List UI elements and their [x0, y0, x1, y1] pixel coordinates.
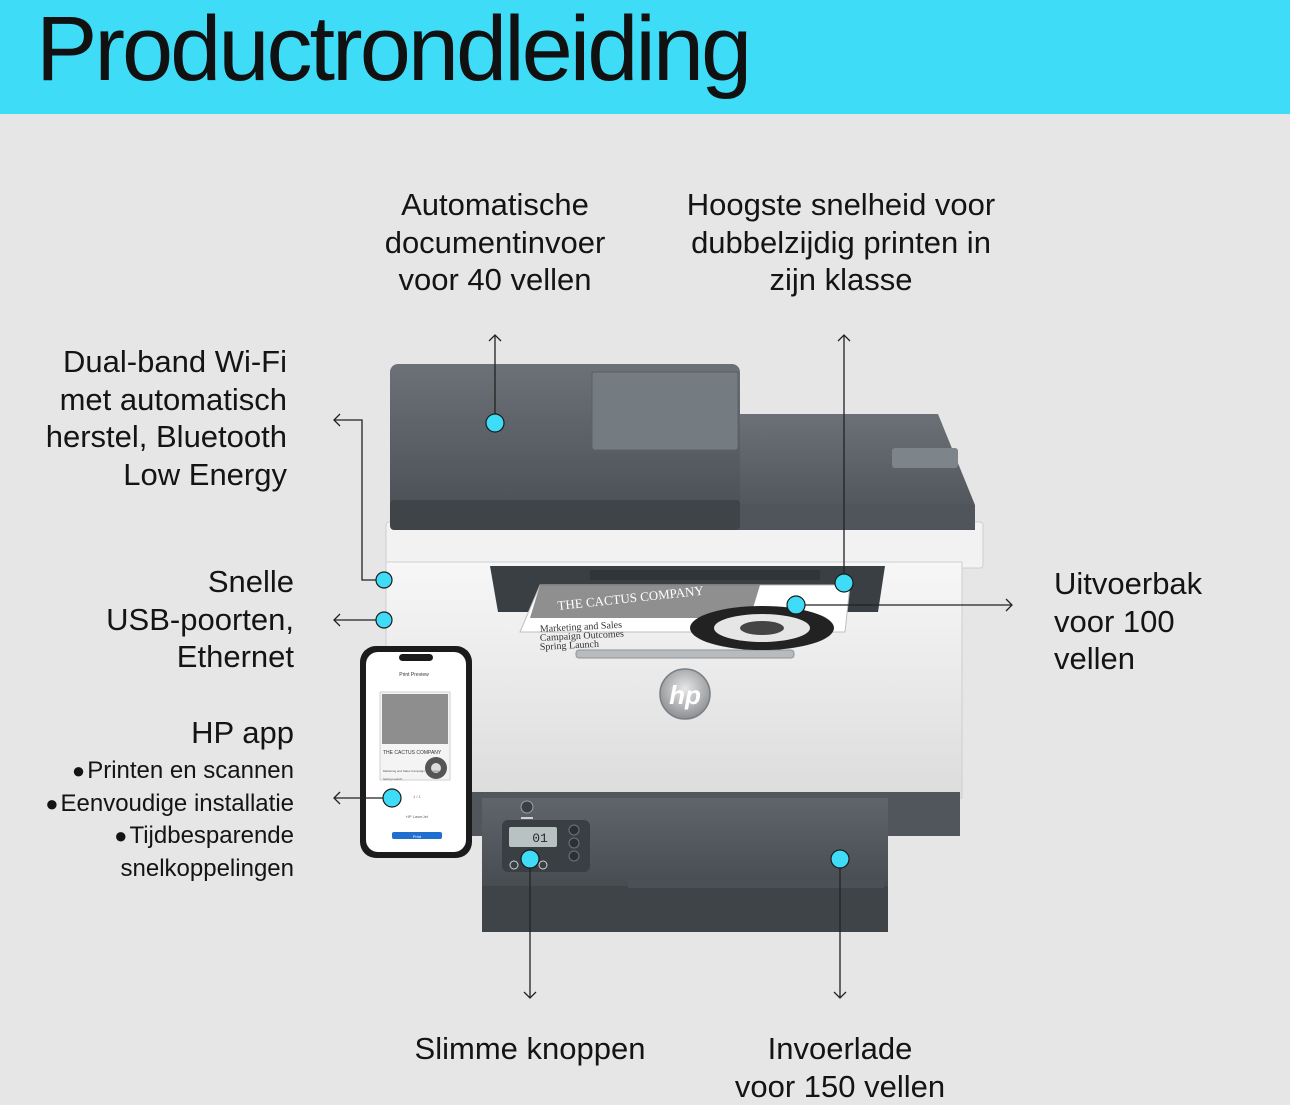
label-input-tray: Invoerlade voor 150 vellen [734, 1031, 946, 1104]
printed-sheet [519, 584, 851, 650]
phone-page-indicator: 1 / 1 [413, 794, 422, 799]
phone-doc-company: THE CACTUS COMPANY [383, 750, 442, 756]
printed-sheet-line3: Spring Launch [540, 639, 600, 653]
hotspot-duplex[interactable] [834, 573, 854, 593]
hp-app-bullet: ●Eenvoudige installatie [45, 789, 294, 817]
header-banner: Productrondleiding [0, 0, 1290, 114]
hp-logo-icon [659, 668, 711, 720]
hp-app-bullet-continuation: snelkoppelingen [120, 854, 294, 882]
label-wifi: Dual-band Wi-Fi met automatisch herstel,… [45, 344, 287, 492]
phone-print-button[interactable]: Print [413, 834, 422, 839]
leader-lines [333, 334, 1013, 999]
label-usb: Snelle USB-poorten, Ethernet [106, 564, 294, 674]
label-duplex: Hoogste snelheid voor dubbelzijdig print… [686, 187, 996, 297]
hotspot-hp-app[interactable] [382, 788, 402, 808]
label-output-tray: Uitvoerbak voor 100 vellen [1054, 566, 1203, 676]
label-smart-buttons: Slimme knoppen [414, 1031, 646, 1066]
printed-sheet-line2: Campaign Outcomes [540, 629, 625, 644]
hotspot-output-tray[interactable] [786, 595, 806, 615]
page-title: Productrondleiding [36, 0, 752, 100]
bullet-icon: ● [45, 790, 59, 816]
phone-printer-name: HP LaserJet [406, 814, 429, 819]
hp-app-bullet: ●Printen en scannen [71, 757, 294, 784]
label-adf: Automatische documentinvoer voor 40 vell… [384, 187, 606, 297]
adf-unit [390, 364, 740, 530]
phone-doc-sub: Spring Launch [383, 777, 403, 781]
printed-sheet-line1: Marketing and Sales [540, 620, 623, 635]
bullet-icon: ● [114, 823, 128, 848]
hp-logo-text: hp [669, 680, 701, 710]
hp-app-bullet: ●Tijdbesparende [114, 822, 294, 849]
smartphone [360, 646, 472, 858]
phone-doc-text: Marketing and Sales Campaign Outcomes [383, 769, 440, 773]
hotspot-input-tray[interactable] [830, 849, 850, 869]
hotspot-smart-buttons[interactable] [520, 849, 540, 869]
input-tray [482, 798, 888, 932]
hp-app-bullets: ●Printen en scannen ●Eenvoudige installa… [4, 755, 294, 885]
hotspot-adf[interactable] [485, 413, 505, 433]
phone-screen-header: Print Preview [399, 672, 429, 678]
hotspot-usb[interactable] [375, 611, 393, 629]
hotspot-wifi[interactable] [375, 571, 393, 589]
bullet-icon: ● [71, 758, 86, 783]
control-panel-display: 01 [532, 831, 548, 846]
label-hp-app-title: HP app [191, 715, 294, 750]
